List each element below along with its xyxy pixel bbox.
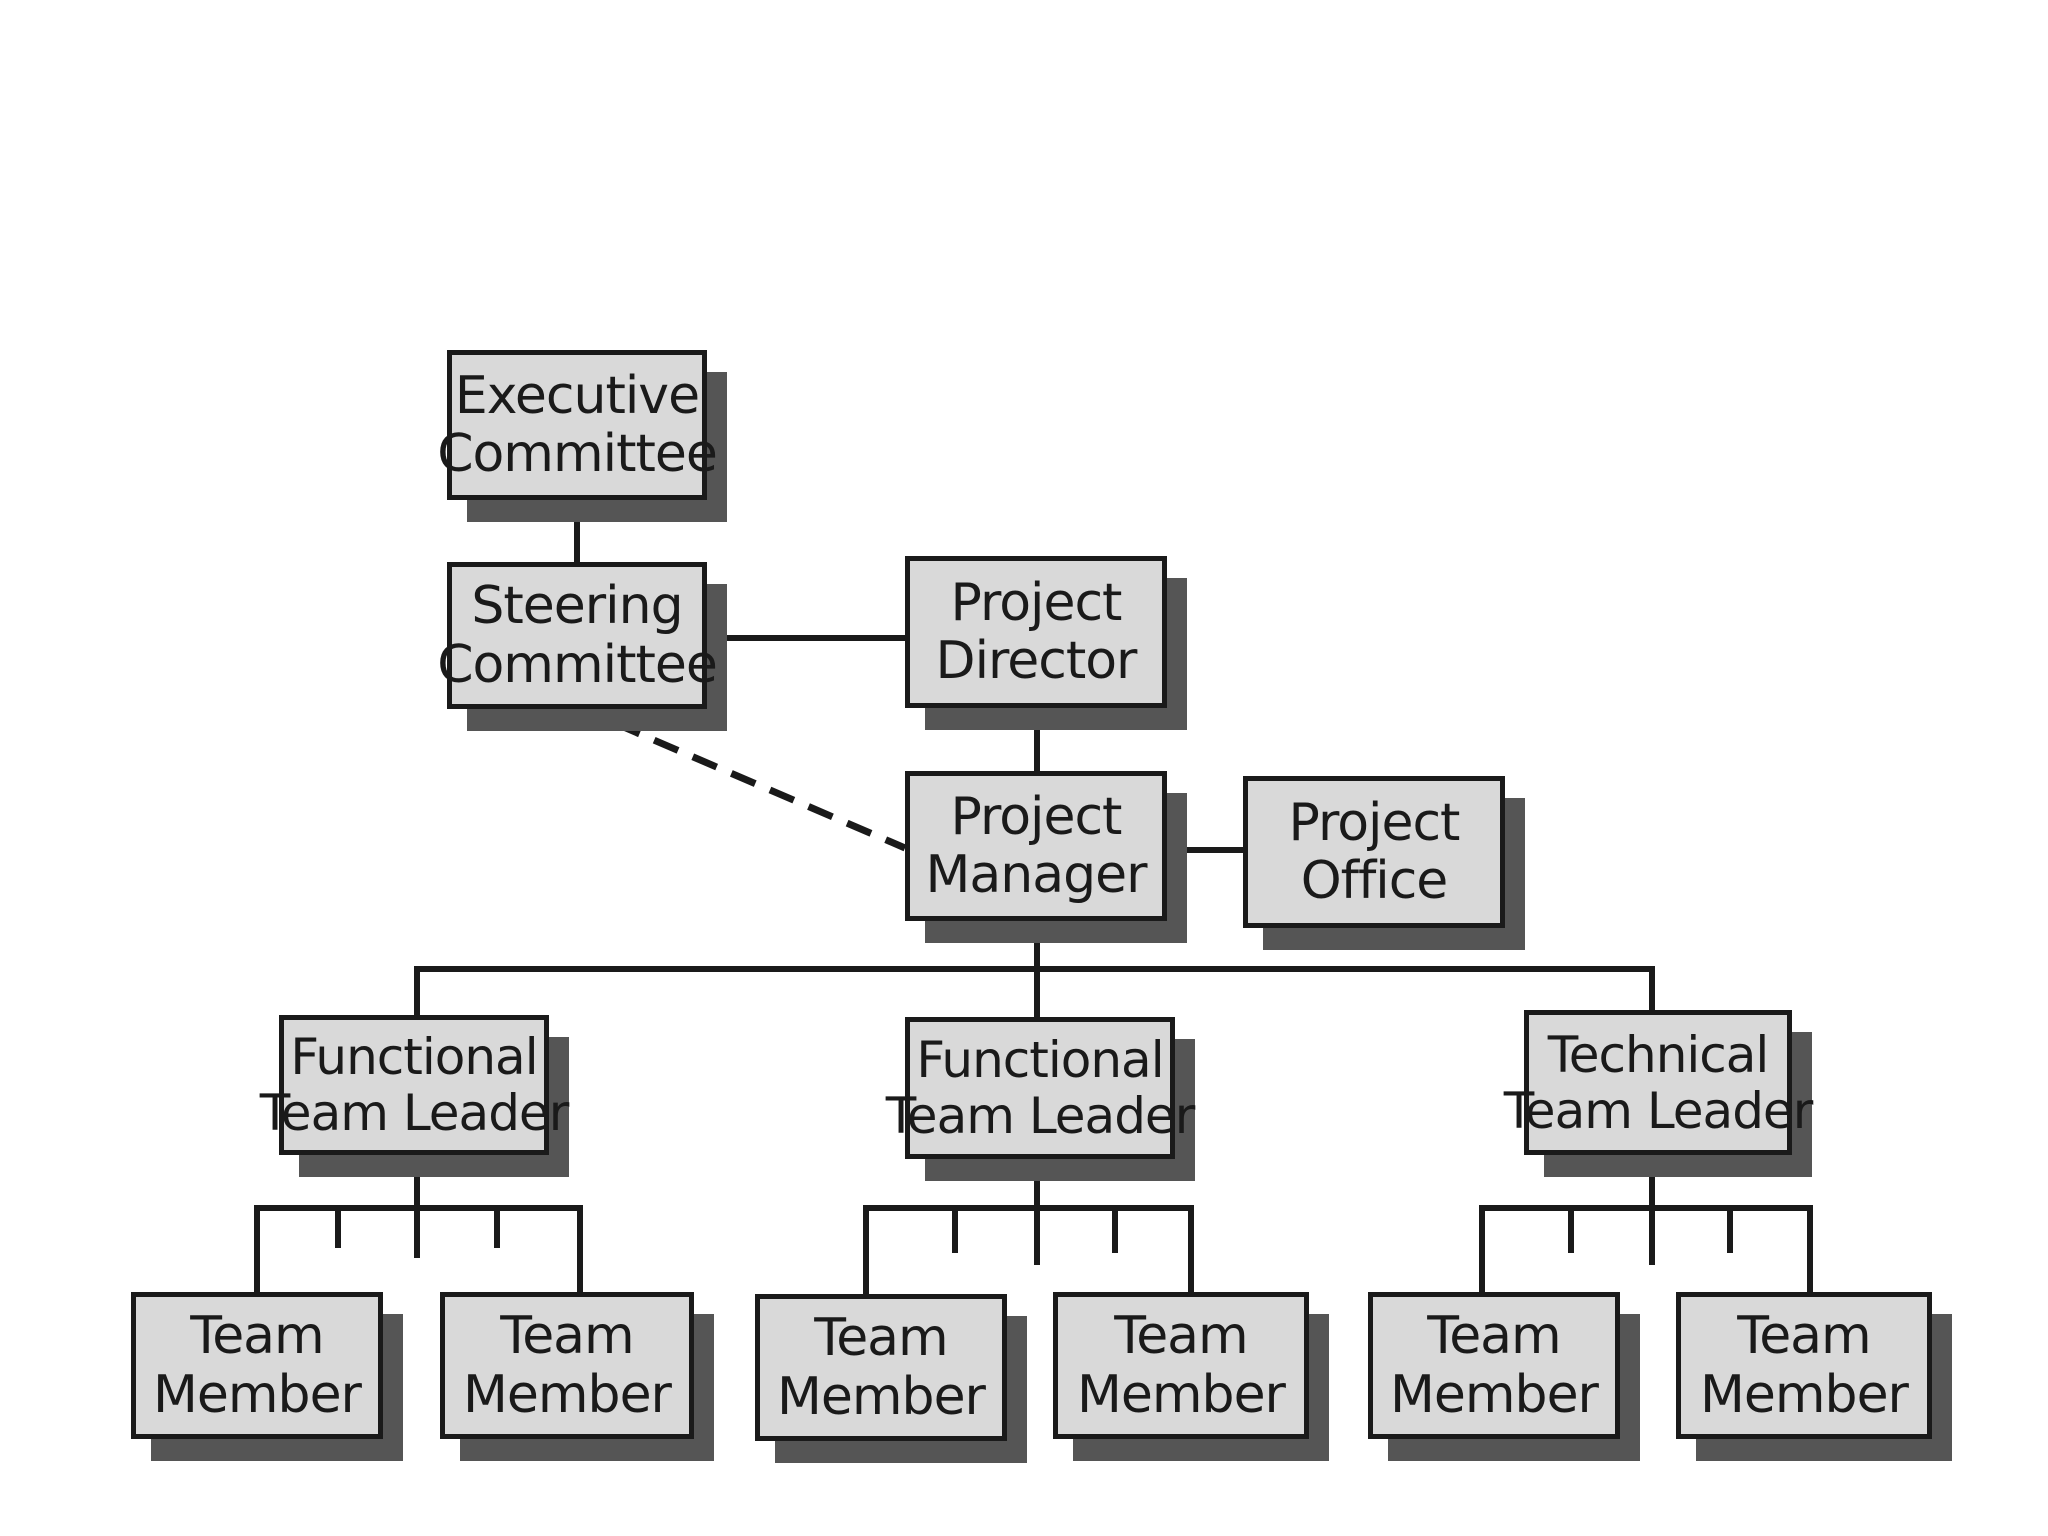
node-line: Team [1737, 1306, 1871, 1367]
node-line: Committee [437, 634, 718, 695]
node-line: Member [1390, 1364, 1599, 1425]
node-line: Executive [454, 365, 700, 426]
node-line: Office [1300, 851, 1449, 911]
functional-team-leader-box-1: Functional Team Leader [260, 1015, 569, 1155]
node-line: Member [153, 1364, 362, 1425]
dashed-line-steering-manager [575, 703, 907, 852]
node-line: Member [1700, 1364, 1909, 1425]
node-line: Committee [437, 424, 718, 484]
team-member-box-1: Team Member [131, 1292, 383, 1439]
project-manager-box: Project Manager [905, 771, 1167, 921]
node-line: Member [463, 1364, 672, 1425]
team-member-box-3: Team Member [755, 1294, 1007, 1441]
project-director-box: Project Director [905, 556, 1167, 708]
steering-committee-box: Steering Committee [437, 562, 718, 709]
node-line: Steering [471, 576, 683, 637]
technical-team-leader-box: Technical Team Leader [1504, 1010, 1813, 1155]
team-member-box-4: Team Member [1053, 1292, 1309, 1439]
node-line: Member [777, 1366, 986, 1427]
node-line: Team [1427, 1306, 1561, 1367]
node-line: Team [814, 1308, 948, 1369]
node-line: Project [1288, 792, 1461, 853]
node-line: Technical [1547, 1025, 1770, 1084]
node-line: Functional [916, 1031, 1164, 1089]
node-line: Manager [925, 845, 1148, 905]
node-line: Member [1077, 1364, 1286, 1425]
project-office-box: Project Office [1243, 776, 1505, 928]
node-line: Team [190, 1306, 324, 1367]
node-line: Team Leader [1503, 1081, 1813, 1140]
executive-committee-box: Executive Committee [437, 350, 718, 500]
node-line: Project [950, 786, 1123, 847]
functional-team-leader-box-2: Functional Team Leader [886, 1017, 1195, 1159]
node-line: Team [500, 1306, 634, 1367]
node-line: Project [950, 572, 1123, 633]
node-line: Team Leader [259, 1084, 569, 1142]
node-line: Director [935, 631, 1138, 691]
node-line: Functional [290, 1028, 538, 1086]
team-member-box-5: Team Member [1368, 1292, 1620, 1439]
team-member-box-6: Team Member [1676, 1292, 1932, 1439]
node-line: Team Leader [885, 1087, 1195, 1145]
node-line: Team [1114, 1306, 1248, 1367]
team-member-box-2: Team Member [440, 1292, 694, 1439]
